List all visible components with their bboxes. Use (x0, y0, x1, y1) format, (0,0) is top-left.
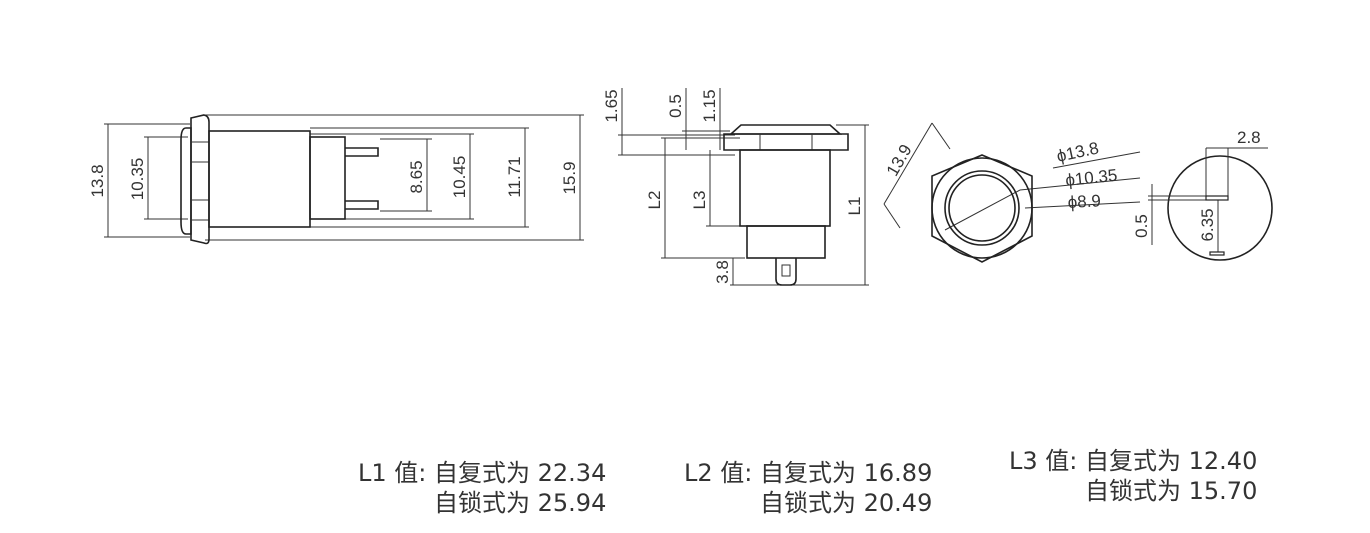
note-l3: L3 值: 自复式为 12.40 自锁式为 15.70 (1009, 446, 1257, 506)
dim-pin-2-8: 2.8 (1237, 128, 1261, 147)
top-view: 13.9 ϕ13.8 ϕ10.35 ϕ8.9 (883, 122, 1141, 263)
terminal-bottom (345, 200, 379, 210)
dim-front-l3: L3 (690, 191, 709, 210)
front-hex-nut (723, 133, 849, 151)
dim-side-10-45: 10.45 (450, 156, 469, 199)
note-l1-line-2: 自锁式为 25.94 (434, 489, 607, 517)
top-button-face (948, 174, 1016, 242)
note-l1-label: L1 值: (358, 459, 427, 487)
top-hex-outline (931, 154, 1033, 263)
threaded-barrel (208, 130, 311, 228)
dim-pin-0-5: 0.5 (1132, 214, 1151, 238)
dim-top-phi-8-9: ϕ8.9 (1067, 191, 1101, 212)
front-view-dimension-lines (618, 88, 869, 286)
dim-side-10-35: 10.35 (128, 158, 147, 201)
rear-body (309, 136, 346, 220)
front-lower-body (746, 225, 826, 259)
front-terminal (775, 258, 797, 286)
dim-front-3-8: 3.8 (713, 260, 732, 284)
dim-side-13-8: 13.8 (88, 164, 107, 197)
dim-front-l2: L2 (645, 191, 664, 210)
pin-profile (1205, 195, 1229, 201)
front-cap (728, 124, 843, 135)
pin-view: 2.8 0.5 6.35 (1132, 128, 1273, 261)
note-l3-label: L3 值: (1009, 447, 1078, 475)
front-threaded-barrel (739, 149, 831, 227)
dim-side-15-9: 15.9 (560, 161, 579, 194)
dim-front-1-15: 1.15 (700, 89, 719, 122)
pin-tip (1209, 251, 1225, 256)
dim-top-13-9: 13.9 (883, 141, 916, 179)
note-l1-line-1: 自复式为 22.34 (434, 459, 607, 487)
note-l2-line-1: 自复式为 16.89 (760, 459, 933, 487)
note-l2-label: L2 值: (684, 459, 753, 487)
button-cap (180, 127, 192, 235)
dim-top-phi-10-35: ϕ10.35 (1064, 166, 1118, 190)
dim-side-11-71: 11.71 (505, 156, 524, 197)
note-l3-line-1: 自复式为 12.40 (1085, 447, 1258, 475)
side-view: 13.8 10.35 8.65 10.45 11.71 15.9 (88, 114, 584, 245)
terminal-top (345, 147, 379, 157)
dim-front-0-5: 0.5 (666, 94, 685, 118)
note-l1: L1 值: 自复式为 22.34 自锁式为 25.94 (358, 458, 606, 518)
dim-front-l1: L1 (845, 197, 864, 216)
note-l2-line-2: 自锁式为 20.49 (760, 489, 933, 517)
front-view: 1.65 0.5 1.15 L2 L3 L1 3.8 (602, 88, 869, 286)
dim-pin-6-35: 6.35 (1198, 208, 1217, 241)
dim-top-phi-13-8: ϕ13.8 (1055, 138, 1101, 165)
dim-front-1-65: 1.65 (602, 89, 621, 122)
top-knurled-ring (931, 157, 1033, 259)
note-l2: L2 值: 自复式为 16.89 自锁式为 20.49 (684, 458, 932, 518)
note-l3-line-2: 自锁式为 15.70 (1085, 477, 1258, 505)
pin-view-circle (1167, 155, 1273, 261)
hex-nut (190, 114, 210, 245)
top-view-dimension-lines (883, 122, 1141, 231)
dim-side-8-65: 8.65 (407, 160, 426, 193)
